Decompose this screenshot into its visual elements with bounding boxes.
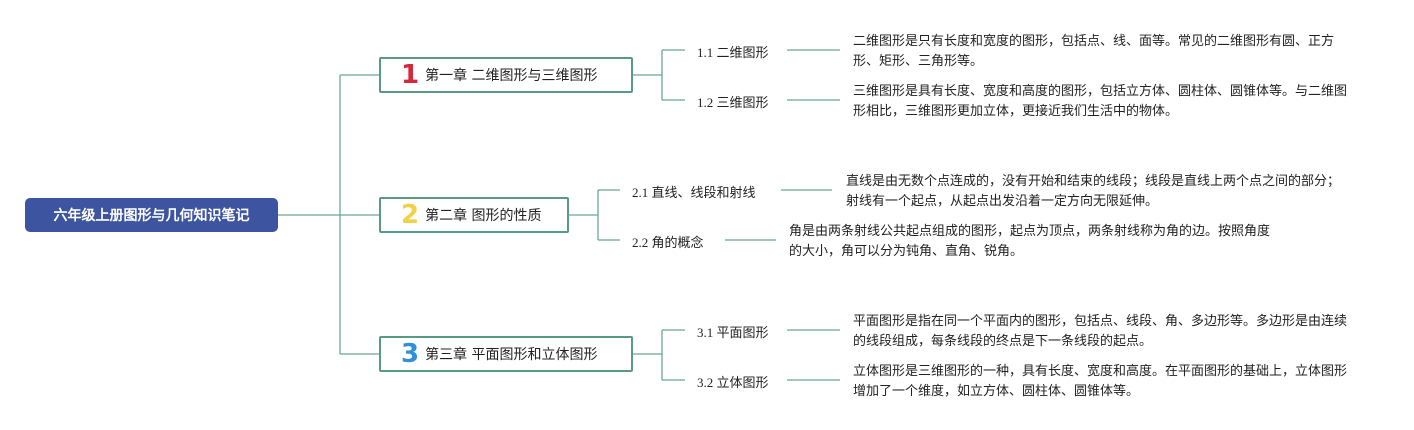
subtopic-2-2-id: 2.2 [632,235,649,250]
subtopic-2-1-id: 2.1 [632,185,649,200]
subtopic-3-1-name: 平面图形 [716,326,769,341]
subtopic-2-1[interactable]: 2.1 直线、线段和射线 [632,182,756,201]
subtopic-2-2-description: 角是由两条射线公共起点组成的图形，起点为顶点，两条射线称为角的边。按照角度的大小… [789,224,1271,259]
subtopic-2-2-name: 角的概念 [651,236,704,251]
subtopic-1-2-description: 三维图形是具有长度、宽度和高度的图形，包括立方体、圆柱体、圆锥体等。与二维图形相… [853,84,1348,119]
chapter-1-title: 第一章 二维图形与三维图形 [425,68,598,84]
subtopic-1-1-name: 二维图形 [716,46,769,61]
chapter-2-title: 第二章 图形的性质 [425,208,542,224]
subtopic-1-1-id: 1.1 [697,45,714,60]
subtopic-2-1-description: 直线是由无数个点连成的，没有开始和结束的线段；线段是直线上两个点之间的部分；射线… [846,174,1341,209]
root-topic-label: 六年级上册图形与几何知识笔记 [53,208,250,224]
subtopic-1-2-name: 三维图形 [716,96,769,111]
subtopic-1-1-description: 二维图形是只有长度和宽度的图形，包括点、线、面等。常见的二维图形有圆、正方形、矩… [853,34,1335,69]
subtopic-2-2[interactable]: 2.2 角的概念 [632,232,704,251]
chapter-3-number-icon: 3 [401,339,420,369]
subtopic-1-2[interactable]: 1.2 三维图形 [697,92,769,111]
subtopic-3-1-description: 平面图形是指在同一个平面内的图形，包括点、线段、角、多边形等。多边形是由连续的线… [853,314,1348,349]
chapter-2-node[interactable]: 2 第二章 图形的性质 [379,197,569,233]
chapter-1-number-icon: 1 [401,60,420,90]
subtopic-1-2-id: 1.2 [697,95,714,110]
subtopic-3-2-description: 立体图形是三维图形的一种，具有长度、宽度和高度。在平面图形的基础上，立体图形增加… [853,364,1348,399]
subtopic-1-1[interactable]: 1.1 二维图形 [697,42,769,61]
subtopic-3-2-id: 3.2 [697,375,714,390]
chapter-3-title: 第三章 平面图形和立体图形 [425,347,598,363]
subtopic-3-2[interactable]: 3.2 立体图形 [697,372,769,391]
chapter-3-node[interactable]: 3 第三章 平面图形和立体图形 [379,336,633,372]
chapter-2-number-icon: 2 [401,200,420,230]
chapter-1-node[interactable]: 1 第一章 二维图形与三维图形 [379,57,633,93]
subtopic-3-2-name: 立体图形 [716,376,769,391]
subtopic-3-1-id: 3.1 [697,325,714,340]
root-topic[interactable]: 六年级上册图形与几何知识笔记 [25,198,278,232]
subtopic-3-1[interactable]: 3.1 平面图形 [697,322,769,341]
subtopic-2-1-name: 直线、线段和射线 [651,186,756,201]
